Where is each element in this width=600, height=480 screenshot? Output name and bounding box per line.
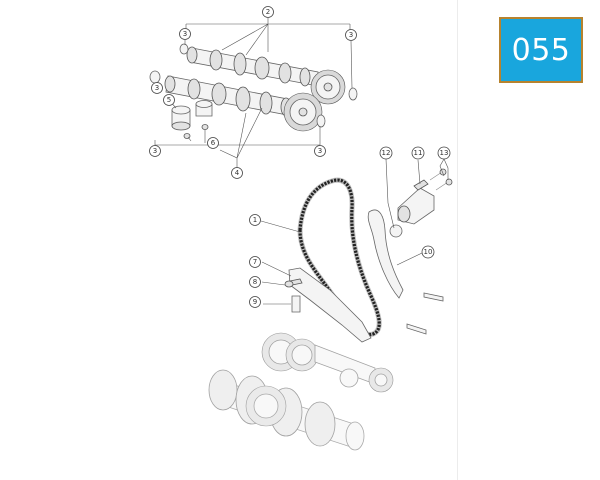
callout-13-label: 13 [440, 149, 449, 157]
page-number-badge: 055 [499, 17, 583, 83]
callout-9: 9 [249, 296, 261, 308]
callout-8-label: 8 [253, 278, 257, 286]
callout-3-label: 3 [318, 147, 322, 155]
callout-3: 3 [149, 145, 161, 157]
callout-7: 7 [249, 256, 261, 268]
callout-6-label: 6 [211, 139, 216, 147]
washer-8 [284, 280, 294, 288]
callout-3-label: 3 [153, 147, 157, 155]
chain-tensioner [397, 179, 435, 225]
camshaft-upper [186, 46, 319, 87]
callout-9-label: 9 [253, 298, 257, 306]
tappet-bucket [171, 100, 213, 131]
callout-3: 3 [151, 82, 163, 94]
callout-6: 6 [207, 137, 219, 149]
callout-5-label: 5 [167, 96, 171, 104]
callout-12: 12 [379, 146, 393, 160]
callout-2-label: 2 [266, 8, 270, 16]
callout-8: 8 [249, 276, 261, 288]
callout-1-label: 1 [253, 216, 257, 224]
callout-11: 11 [411, 146, 425, 160]
chain-guide-rail [367, 209, 404, 299]
callout-10-label: 10 [424, 248, 433, 256]
callout-3-label: 3 [349, 31, 353, 39]
callout-3: 3 [314, 145, 326, 157]
cam-sprocket-upper [310, 69, 346, 105]
callout-7-label: 7 [253, 258, 257, 266]
callout-3-label: 3 [155, 84, 159, 92]
page-number: 055 [511, 32, 571, 68]
callout-1: 1 [249, 214, 261, 226]
callout-10: 10 [421, 245, 435, 259]
tensioner-slipper [288, 267, 372, 343]
callout-3-label: 3 [183, 30, 187, 38]
callout-5: 5 [163, 94, 175, 106]
callout-4: 4 [231, 167, 243, 179]
seal-plug [179, 43, 189, 55]
dowel-pin [406, 323, 427, 335]
callout-3: 3 [179, 28, 191, 40]
valve-shim [183, 133, 191, 139]
dowel-pin [423, 292, 444, 302]
seal-plug [149, 70, 161, 84]
callout-2: 2 [262, 6, 274, 18]
page-margin-line [457, 0, 458, 480]
seal-plug [348, 87, 358, 101]
tensioner-bolts [429, 168, 453, 191]
callout-11-label: 11 [414, 149, 423, 157]
crankshaft [208, 369, 365, 451]
seal-plug [316, 114, 326, 128]
pivot-bolt-9 [291, 295, 301, 313]
callout-3: 3 [345, 29, 357, 41]
o-ring-washer [389, 224, 403, 238]
callout-4-label: 4 [235, 169, 240, 177]
cam-sprocket-lower [283, 92, 323, 132]
camshaft-lower [164, 75, 299, 118]
callout-13: 13 [437, 146, 451, 160]
valve-shim [201, 124, 209, 130]
callout-12-label: 12 [382, 149, 391, 157]
balance-shaft [261, 332, 394, 393]
